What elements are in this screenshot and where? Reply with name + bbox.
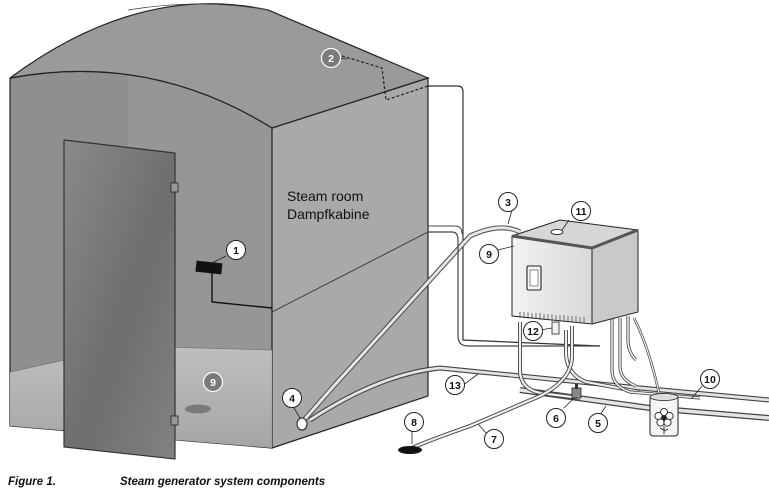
generator-front [511, 235, 593, 325]
badge-room-drain-number: 9 [210, 377, 216, 389]
badge-steam-outlet-number: 4 [289, 393, 295, 405]
unit-hose-mid-inner [564, 330, 641, 394]
sensor-cable [211, 272, 273, 309]
badge-ceiling-sensor-number: 2 [328, 53, 334, 65]
callout-leaders [209, 57, 703, 444]
room-label-german: Dampfkabine [287, 206, 370, 222]
badge-sensor-number: 1 [233, 245, 239, 257]
badge-generator-unit: 9 [479, 244, 499, 264]
roof-ridge-line [127, 3, 269, 11]
badge-drain-valve: 12 [523, 321, 543, 341]
badge-drain-pipe: 5 [588, 413, 608, 433]
door-hinge-bottom [170, 415, 179, 426]
ceiling-sensor-cable [341, 55, 429, 101]
generator-vent [519, 312, 585, 323]
water-valve-body [571, 387, 582, 399]
badge-ceiling-sensor: 2 [320, 47, 342, 69]
badge-water-line: 10 [700, 369, 720, 389]
ceiling-cable-to-unit [428, 85, 601, 347]
supply-cable-bundle-2 [428, 225, 463, 235]
diagram-canvas: 1 2 3 4 5 6 7 8 9 9 10 11 [9, 3, 769, 460]
glass-door [63, 139, 176, 460]
fragrance-pump-cap [550, 228, 564, 236]
water-valve-handle [575, 384, 578, 389]
badge-drain-valve-number: 12 [527, 326, 539, 338]
badge-floor-drain: 8 [404, 412, 424, 432]
generator-lid-edge [511, 228, 639, 250]
room-label-english: Steam room [287, 188, 363, 204]
badge-floor-drain-number: 8 [411, 417, 417, 429]
badge-drain-pipe-number: 5 [595, 418, 601, 430]
badge-room-drain: 9 [202, 371, 224, 393]
badge-steam-pipe-number: 3 [505, 197, 511, 209]
badge-fragrance-pump: 11 [571, 201, 591, 221]
room-drain-disc [185, 404, 211, 414]
steam-outlet-nozzle [296, 417, 308, 431]
caption-number: Figure 1. [8, 476, 56, 488]
caption-title: Steam generator system components [120, 476, 326, 488]
badge-water-valve-number: 6 [553, 413, 559, 425]
sensor-box [195, 260, 223, 275]
badge-water-valve: 6 [546, 408, 566, 428]
steam-pipe-line-inner [302, 226, 521, 421]
unit-cable-c-inner [627, 316, 637, 361]
badge-fragrance-pump-number: 11 [575, 206, 586, 218]
door-hinge-top [170, 182, 179, 193]
flower-icon [654, 407, 674, 434]
badge-sensor: 1 [226, 240, 246, 260]
badge-supply-line: 13 [445, 375, 465, 395]
badge-generator-unit-number: 9 [486, 249, 492, 261]
supply-line-pipe-inner [309, 366, 769, 422]
side-wall-seam [271, 231, 429, 313]
badge-water-line-number: 10 [704, 374, 716, 386]
badge-supply-line-number: 13 [449, 380, 461, 392]
unit-cable-a-inner [611, 318, 701, 399]
fragrance-container-top [649, 393, 679, 401]
room-roof [9, 3, 430, 129]
badge-drain-hose-number: 7 [491, 434, 497, 446]
generator-display-inner [529, 269, 539, 287]
floor-drain-disc [398, 446, 422, 454]
badge-steam-outlet: 4 [282, 388, 302, 408]
unit-hose-left-inner [518, 322, 581, 400]
drain-hose-line-inner [411, 326, 574, 450]
drain-valve-body [551, 321, 560, 335]
unit-cable-b-inner [619, 318, 637, 387]
badge-steam-pipe: 3 [498, 192, 518, 212]
figure-caption: Figure 1. Steam generator system compone… [8, 476, 768, 496]
badge-drain-hose: 7 [484, 429, 504, 449]
fragrance-tube-inner [633, 317, 661, 399]
supply-cable-bundle [428, 231, 600, 347]
